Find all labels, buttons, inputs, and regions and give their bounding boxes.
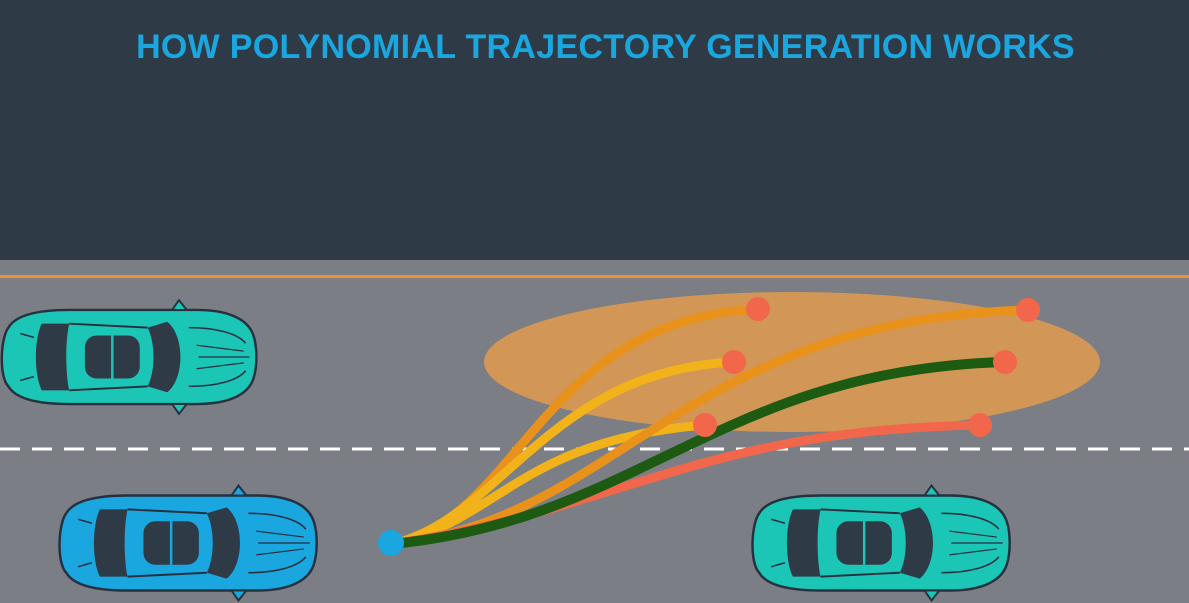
page-title: HOW POLYNOMIAL TRAJECTORY GENERATION WOR… [136, 28, 1075, 66]
other-car-front [751, 484, 1011, 602]
road-edge-line [0, 275, 1189, 278]
target-region [484, 292, 1100, 432]
end-point [746, 297, 770, 321]
end-point [693, 413, 717, 437]
trajectory-5 [387, 357, 1010, 549]
start-point [378, 530, 404, 556]
end-points [693, 297, 1040, 437]
trajectory-group [387, 304, 1033, 549]
end-point [968, 413, 992, 437]
ego-car [58, 484, 318, 602]
end-point [1016, 298, 1040, 322]
end-point [722, 350, 746, 374]
other-car-rear [0, 298, 258, 416]
end-point [993, 350, 1017, 374]
